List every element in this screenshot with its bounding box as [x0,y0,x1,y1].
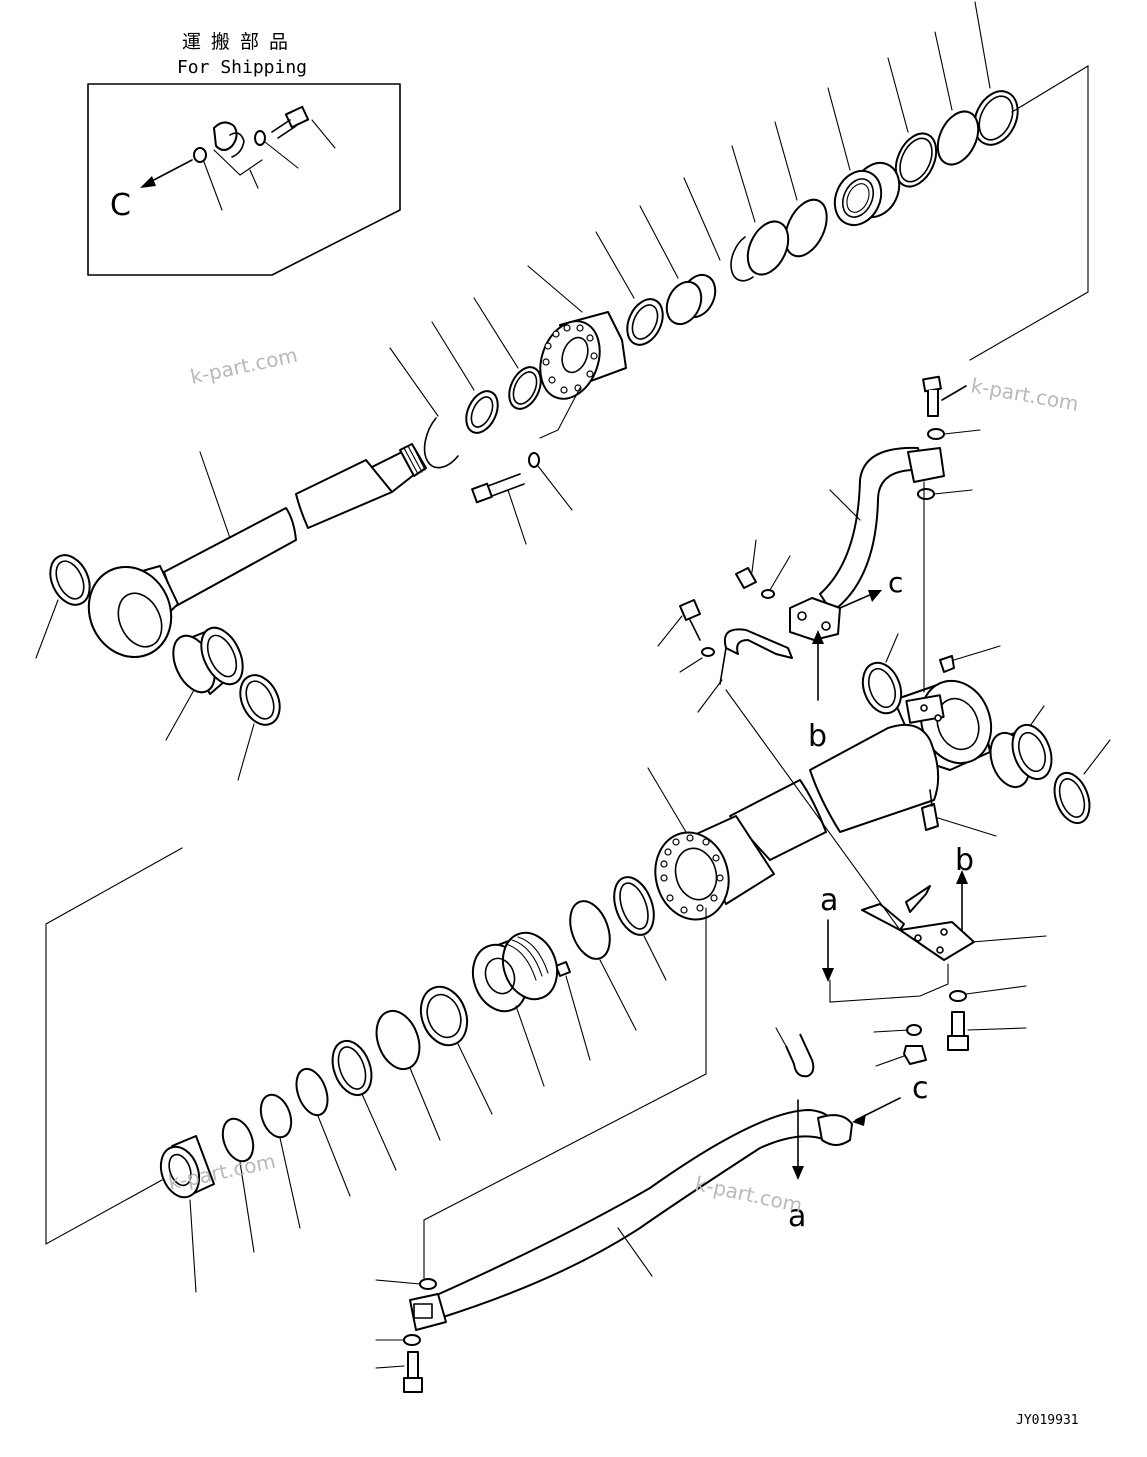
ref-c-lower: c [912,1071,929,1106]
shipping-parts-box: 運搬部品 For Shipping C [87,31,401,276]
pipe-guide-line [423,907,707,1279]
shipping-clamp [213,121,238,151]
shipping-box-frame [87,83,401,276]
watermark-1: k-part.com [188,343,300,389]
u-bolt [785,1033,815,1078]
piston [471,931,559,1013]
shipping-title-jp: 運搬部品 [182,31,298,53]
pipe-clamp [657,599,793,713]
upper-pipe [735,375,981,701]
pipe-flange-upper [907,447,945,483]
watermark-2: k-part.com [969,373,1080,416]
shipping-washer [254,130,266,146]
head-bolt [471,473,527,545]
shipping-bolt [271,105,336,149]
shipping-ref-letter: C [110,188,131,223]
piston-parts-row [159,876,667,1293]
drawing-code: JY019931 [1016,1413,1079,1428]
rod-packing [833,161,901,227]
pipe-end-block [409,1293,447,1331]
ref-b-upper: b [808,719,827,754]
rod-end-rings [389,297,542,469]
bracket-plate [861,885,1047,961]
pipe-flange-lower [817,1114,853,1146]
ring-snap [936,110,980,166]
ring-wiper [626,298,664,346]
shipping-title-en: For Shipping [177,57,307,78]
tube-bushing [861,633,1111,825]
split-flange [789,597,841,641]
clamp-guide-line [725,689,901,931]
plate-hardware [873,985,1027,1067]
shipping-arrow [149,159,193,183]
lower-pipe [375,1027,901,1393]
ref-a-bottom: a [788,1199,806,1234]
rod-eye-bushing [35,554,281,781]
ref-b-lower: b [955,843,974,878]
plate-guide-line [829,963,949,1003]
piston-rod [87,443,427,658]
piston-collar [159,1135,215,1199]
ref-a-top: a [820,883,838,918]
shipping-ring [193,147,207,163]
ring-dust-seal [973,90,1019,146]
ref-c-upper: c [888,566,903,599]
assembly-guide-line-upper [969,65,1089,361]
head-washer [528,452,540,468]
ring-retainer [730,236,754,282]
cylinder-head [527,265,627,439]
bushing-head [665,273,717,326]
cylinder-tube [647,645,1001,921]
assembly-guide-line-lower [45,847,183,1245]
ring-buffer [894,132,938,188]
seal-ring-stack [595,1,1019,346]
ring-backup [784,198,828,258]
ring-oring [746,220,790,276]
watermark-4: k-part.com [693,1171,805,1217]
